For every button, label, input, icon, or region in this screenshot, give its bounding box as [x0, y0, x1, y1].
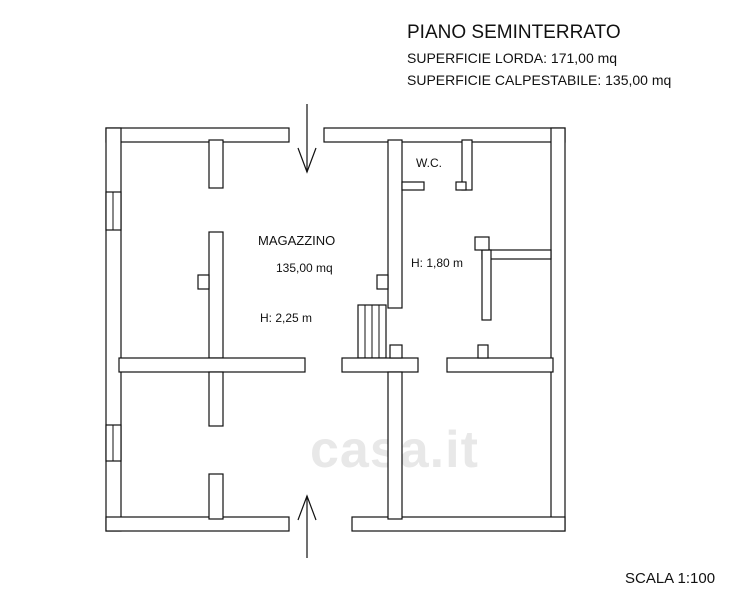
partition-central-lower: [387, 371, 403, 520]
partition-right-vertical: [481, 249, 492, 321]
plan-title: PIANO SEMINTERRATO: [407, 22, 621, 43]
pillar-left: [197, 274, 210, 290]
wall-top-right: [323, 127, 566, 143]
gross-area-label: SUPERFICIE LORDA: 171,00 mq: [407, 50, 618, 66]
room-height-side: H: 1,80 m: [411, 256, 464, 270]
pillar-middle: [389, 344, 403, 359]
stub-bottom-left: [208, 473, 224, 520]
entry-arrow-bottom: [297, 494, 317, 558]
room-name-main: MAGAZZINO: [258, 233, 336, 248]
partition-middle-right-b: [446, 357, 554, 373]
wall-top-left: [105, 127, 290, 143]
wall-bottom-right: [351, 516, 566, 532]
scale-label: SCALA 1:100: [625, 570, 716, 587]
walls: [105, 127, 566, 532]
wall-right: [550, 127, 566, 532]
entry-arrow-top: [297, 104, 317, 174]
pillar-right: [474, 236, 490, 251]
wc-shelf: [401, 181, 425, 191]
wc-wall-right: [461, 139, 473, 191]
wc-wall-stub: [455, 181, 467, 191]
stub-top-left: [208, 139, 224, 189]
wc-label: W.C.: [416, 156, 442, 170]
wall-bottom-left: [105, 516, 290, 532]
partition-left-upper: [208, 231, 224, 359]
room-height-main: H: 2,25 m: [260, 311, 313, 325]
pillar-right-low: [477, 344, 489, 359]
partition-middle-right-a: [341, 357, 419, 373]
partition-middle-left: [118, 357, 306, 373]
pillar-central: [376, 274, 389, 290]
net-area-label: SUPERFICIE CALPESTABILE: 135,00 mq: [407, 72, 672, 88]
wall-left: [105, 127, 122, 532]
partition-right-horizontal: [481, 249, 552, 260]
room-area-main: 135,00 mq: [276, 261, 333, 275]
partition-central: [387, 139, 403, 309]
partition-left-lower: [208, 371, 224, 427]
